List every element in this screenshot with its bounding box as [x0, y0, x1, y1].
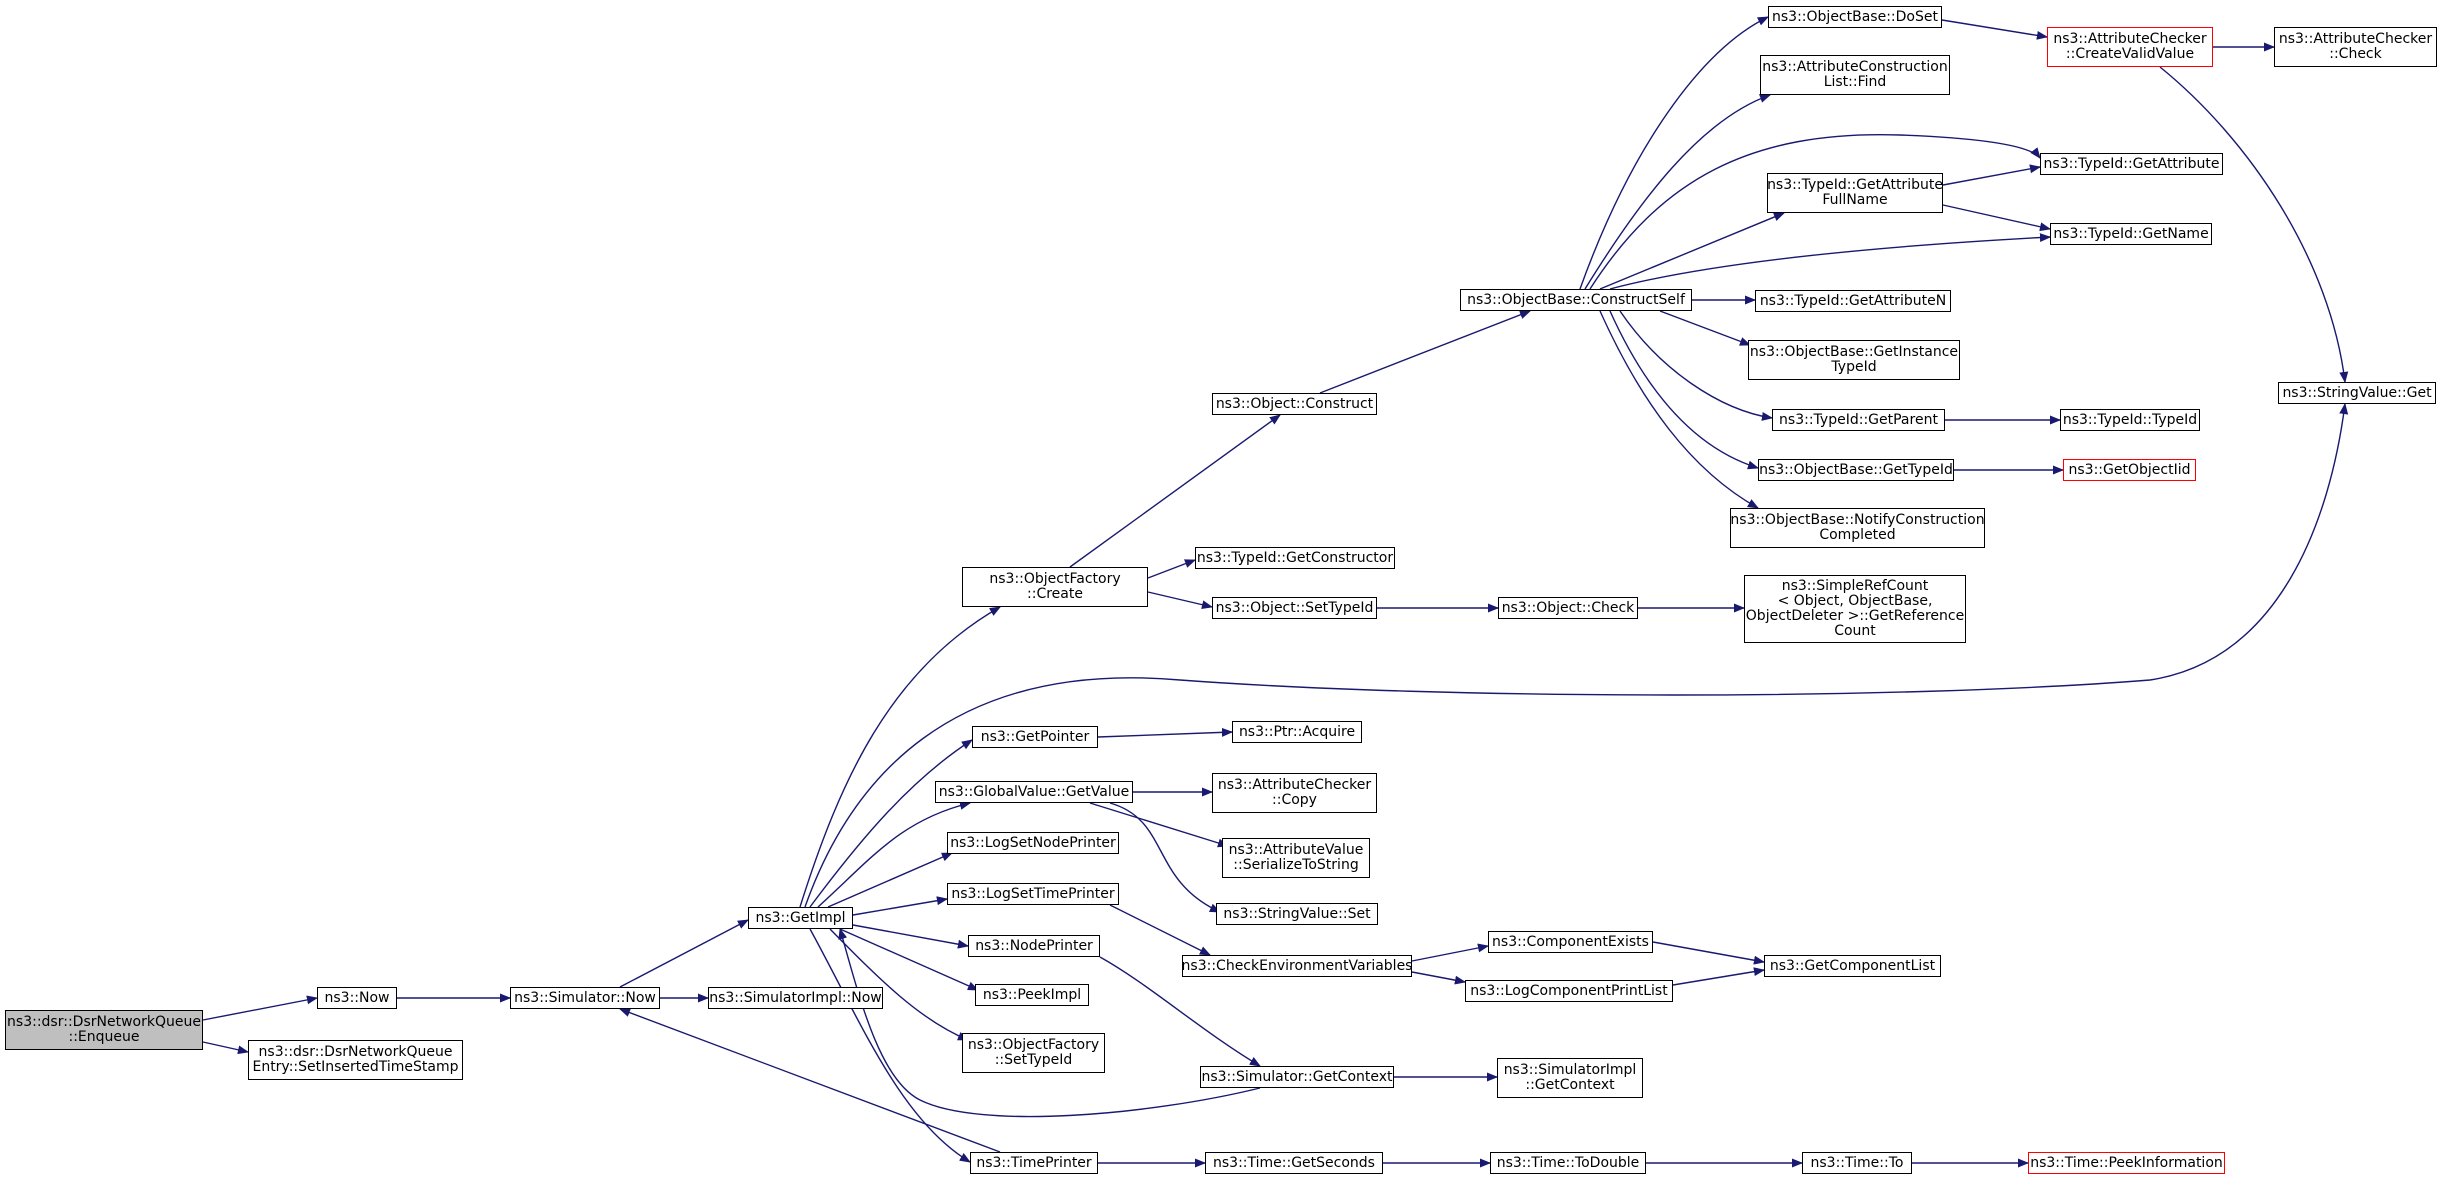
node-now[interactable]: ns3::Now [317, 987, 397, 1009]
node-object-set-type-id[interactable]: ns3::Object::SetTypeId [1212, 597, 1377, 619]
node-attribute-construction-list-find[interactable]: ns3::AttributeConstruction List::Find [1760, 55, 1950, 95]
edge-component-exists-get-component-list [1652, 941, 1766, 965]
node-type-id-get-attribute[interactable]: ns3::TypeId::GetAttribute [2040, 153, 2223, 175]
edge-full-name-get-attribute [1942, 164, 2042, 186]
edge-log-component-print-list-get-component-list [1672, 967, 1766, 986]
node-set-inserted-time-stamp[interactable]: ns3::dsr::DsrNetworkQueue Entry::SetInse… [248, 1040, 463, 1080]
node-dsr-network-queue-enqueue: ns3::dsr::DsrNetworkQueue ::Enqueue [5, 1010, 203, 1050]
edge-enqueue-set-inserted [202, 1041, 250, 1055]
edge-construct-self-get-attribute [1589, 133, 2041, 290]
node-attribute-checker-copy[interactable]: ns3::AttributeChecker ::Copy [1212, 773, 1377, 813]
edge-node-printer-sim-get-context [1099, 956, 1261, 1067]
node-component-exists[interactable]: ns3::ComponentExists [1488, 931, 1653, 953]
node-time-to[interactable]: ns3::Time::To [1802, 1152, 1912, 1174]
node-object-factory-create[interactable]: ns3::ObjectFactory ::Create [962, 567, 1148, 607]
edge-get-impl-node-printer [852, 924, 970, 949]
node-object-base-do-set[interactable]: ns3::ObjectBase::DoSet [1768, 6, 1942, 28]
edge-get-impl-peek-impl [839, 928, 980, 991]
node-object-base-get-instance-type-id[interactable]: ns3::ObjectBase::GetInstance TypeId [1748, 340, 1960, 380]
node-attribute-checker-check[interactable]: ns3::AttributeChecker ::Check [2274, 27, 2437, 67]
edge-time-printer-sim-now [618, 1008, 1001, 1153]
node-simple-ref-count-get-reference-count[interactable]: ns3::SimpleRefCount < Object, ObjectBase… [1744, 575, 1966, 643]
edge-simulator-now-get-impl [619, 919, 749, 988]
node-simulator-impl-now[interactable]: ns3::SimulatorImpl::Now [708, 987, 883, 1009]
node-type-id-get-attribute-full-name[interactable]: ns3::TypeId::GetAttribute FullName [1767, 173, 1943, 213]
node-object-construct[interactable]: ns3::Object::Construct [1212, 393, 1377, 415]
node-get-pointer[interactable]: ns3::GetPointer [972, 726, 1098, 748]
edge-get-impl-log-set-node-printer [827, 852, 954, 908]
node-type-id-get-attribute-n[interactable]: ns3::TypeId::GetAttributeN [1755, 290, 1951, 312]
node-check-environment-variables[interactable]: ns3::CheckEnvironmentVariables [1182, 955, 1412, 977]
edge-get-impl-get-pointer [809, 739, 973, 908]
node-simulator-get-context[interactable]: ns3::Simulator::GetContext [1200, 1066, 1394, 1088]
node-peek-impl[interactable]: ns3::PeekImpl [975, 984, 1089, 1006]
node-log-set-time-printer[interactable]: ns3::LogSetTimePrinter [947, 883, 1119, 905]
node-object-base-notify-construction-completed[interactable]: ns3::ObjectBase::NotifyConstruction Comp… [1730, 508, 1985, 548]
node-string-value-set[interactable]: ns3::StringValue::Set [1216, 903, 1378, 925]
edge-factory-create-set-type-id [1147, 591, 1214, 610]
edge-construct-self-get-name [1609, 233, 2052, 290]
node-ptr-acquire[interactable]: ns3::Ptr::Acquire [1232, 721, 1362, 743]
edge-get-impl-time-printer [809, 928, 971, 1163]
node-time-to-double[interactable]: ns3::Time::ToDouble [1490, 1152, 1646, 1174]
node-simulator-now[interactable]: ns3::Simulator::Now [510, 987, 660, 1009]
node-object-check[interactable]: ns3::Object::Check [1498, 597, 1638, 619]
node-get-object-iid[interactable]: ns3::GetObjectIid [2063, 459, 2196, 481]
edge-construct-self-get-instance-type-id [1659, 310, 1752, 346]
node-log-set-node-printer[interactable]: ns3::LogSetNodePrinter [947, 832, 1119, 854]
node-time-printer[interactable]: ns3::TimePrinter [970, 1152, 1098, 1174]
node-simulator-impl-get-context[interactable]: ns3::SimulatorImpl ::GetContext [1497, 1058, 1643, 1098]
edge-global-value-string-value-set [1109, 802, 1222, 913]
edge-construct-self-attr-list-find [1584, 94, 1772, 290]
edge-enqueue-now [202, 995, 319, 1021]
edge-construct-self-do-set [1579, 16, 1770, 290]
edge-check-env-component-exists [1411, 943, 1490, 962]
node-get-impl[interactable]: ns3::GetImpl [748, 907, 853, 929]
edge-factory-create-object-construct [1069, 414, 1281, 568]
node-log-component-print-list[interactable]: ns3::LogComponentPrintList [1465, 980, 1673, 1002]
edge-factory-create-get-constructor [1147, 559, 1197, 579]
node-get-component-list[interactable]: ns3::GetComponentList [1764, 955, 1941, 977]
edge-global-value-serialize [1089, 802, 1230, 848]
node-time-get-seconds[interactable]: ns3::Time::GetSeconds [1205, 1152, 1383, 1174]
node-global-value-get-value[interactable]: ns3::GlobalValue::GetValue [935, 781, 1133, 803]
edge-get-impl-factory-set-type-id [829, 928, 970, 1041]
node-string-value-get[interactable]: ns3::StringValue::Get [2278, 382, 2436, 404]
edge-construct-self-notify-construction [1599, 310, 1759, 509]
node-attribute-checker-create-valid-value[interactable]: ns3::AttributeChecker ::CreateValidValue [2047, 27, 2213, 67]
edge-construct-self-get-attribute-full-name [1599, 212, 1786, 290]
edge-get-impl-global-value [817, 801, 972, 908]
node-time-peek-information[interactable]: ns3::Time::PeekInformation [2028, 1152, 2225, 1174]
edge-check-env-log-component-print-list [1411, 971, 1467, 985]
edge-create-valid-value-string-value-get [2159, 66, 2349, 384]
edge-do-set-create-valid-value [1941, 19, 2049, 40]
edge-construct-self-get-parent [1619, 310, 1774, 421]
edge-construct-self-get-type-id [1609, 310, 1760, 470]
edge-log-set-time-printer-check-env [1109, 904, 1212, 956]
node-type-id-get-constructor[interactable]: ns3::TypeId::GetConstructor [1195, 547, 1395, 569]
node-type-id-get-parent[interactable]: ns3::TypeId::GetParent [1772, 409, 1945, 431]
node-attribute-value-serialize[interactable]: ns3::AttributeValue ::SerializeToString [1222, 838, 1370, 878]
node-node-printer[interactable]: ns3::NodePrinter [968, 935, 1100, 957]
node-object-factory-set-type-id[interactable]: ns3::ObjectFactory ::SetTypeId [962, 1033, 1105, 1073]
edge-full-name-get-name [1942, 204, 2052, 232]
edge-object-construct-construct-self [1319, 310, 1532, 394]
node-object-base-construct-self[interactable]: ns3::ObjectBase::ConstructSelf [1460, 289, 1692, 311]
edge-get-pointer-ptr-acquire [1097, 727, 1234, 738]
edge-get-impl-factory-create [799, 606, 1001, 908]
node-type-id-get-name[interactable]: ns3::TypeId::GetName [2050, 223, 2212, 245]
edge-get-impl-string-value-get [804, 402, 2349, 908]
edge-get-impl-log-set-time-printer [852, 896, 949, 916]
node-object-base-get-type-id[interactable]: ns3::ObjectBase::GetTypeId [1758, 459, 1954, 481]
node-type-id-type-id[interactable]: ns3::TypeId::TypeId [2060, 409, 2200, 431]
